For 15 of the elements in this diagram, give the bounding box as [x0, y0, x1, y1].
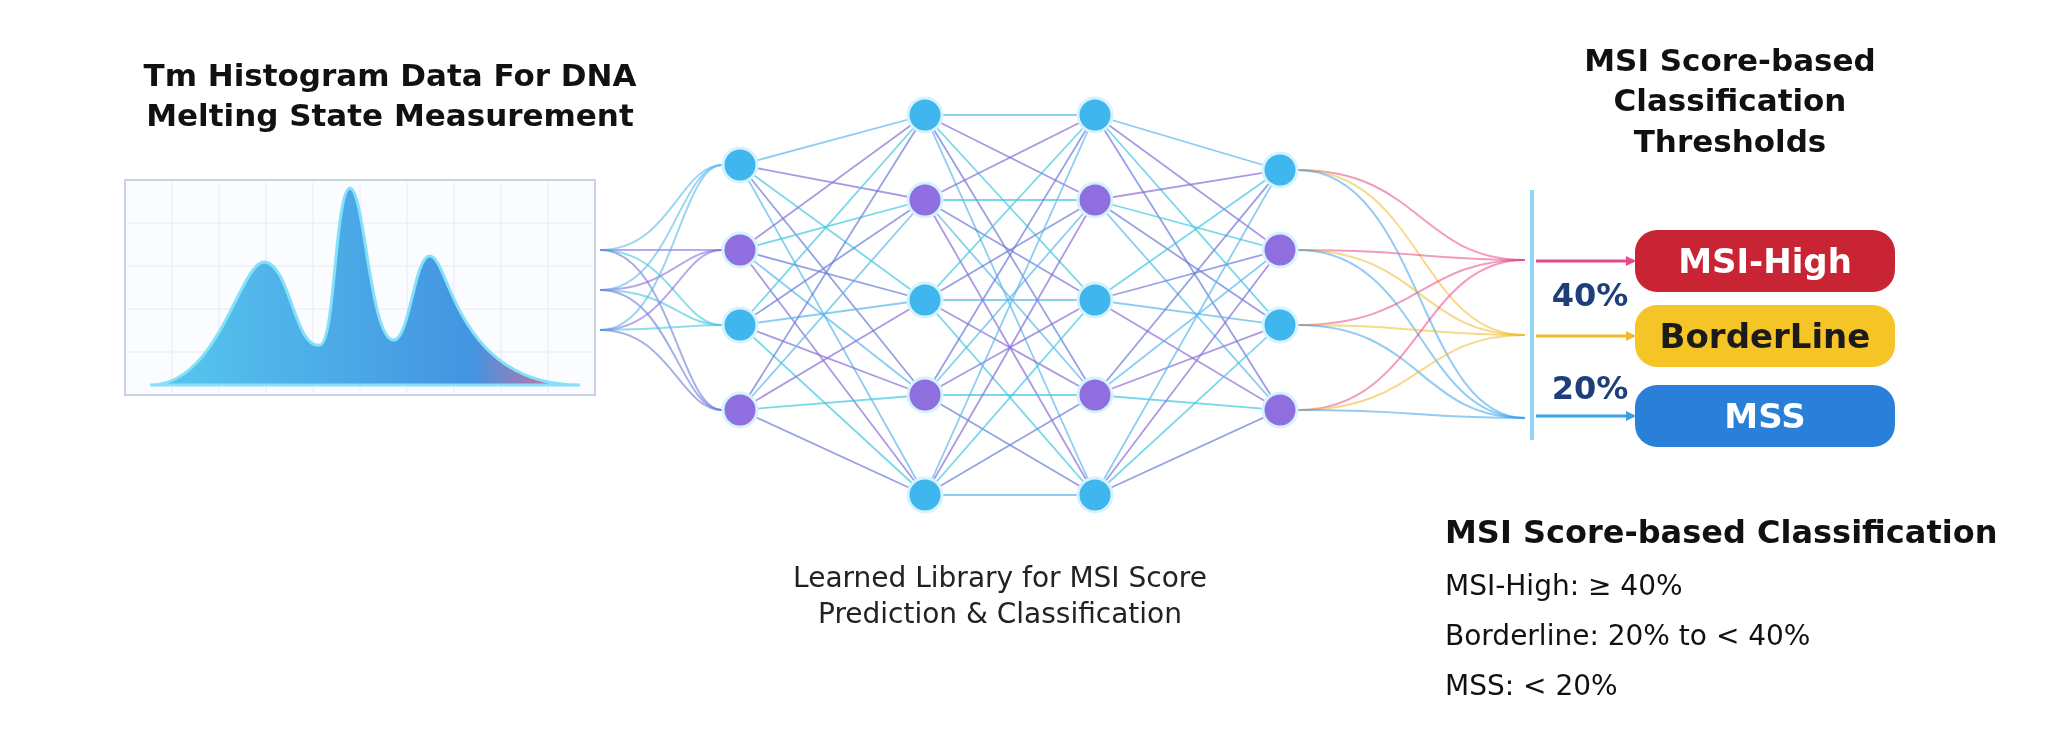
caption-text: Learned Library for MSI Score Prediction & Classification [792, 560, 1208, 633]
threshold-label: 40% [1550, 275, 1630, 316]
class-box: BorderLine [1635, 305, 1895, 367]
heading: MSI Score-based Classification [1445, 512, 1999, 553]
arrow [1536, 411, 1636, 421]
rule-text: MSS: < 20% [1445, 668, 1619, 704]
arrow [1536, 331, 1636, 341]
rule-text: MSI-High: ≥ 40% [1445, 568, 1684, 604]
threshold-label: 20% [1550, 368, 1630, 409]
heading: MSI Score-based Classification Thresholds [1583, 41, 1877, 161]
arrow [1536, 256, 1636, 266]
heading: Tm Histogram Data For DNA Melting State Measurement [142, 56, 638, 136]
class-box: MSI-High [1635, 230, 1895, 292]
rule-text: Borderline: 20% to < 40% [1445, 618, 1812, 654]
class-box: MSS [1635, 385, 1895, 447]
